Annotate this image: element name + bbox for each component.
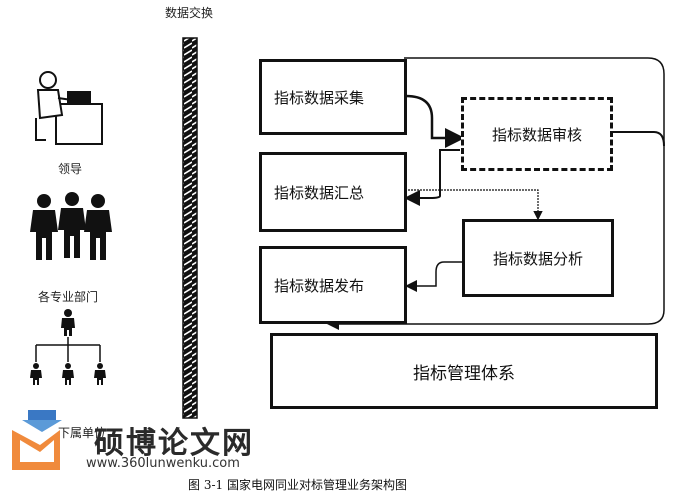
figure-caption: 图 3-1 国家电网同业对标管理业务架构图	[188, 478, 407, 492]
arrow-audit-to-summary	[404, 149, 460, 206]
leader-icon	[35, 71, 103, 145]
box-indicator-publish: 指标数据发布	[259, 246, 407, 324]
subunits-org-icon	[30, 309, 106, 385]
leader-label: 领导	[58, 162, 83, 176]
watermark-url: www.360lunwenku.com	[86, 456, 240, 471]
watermark-logo-icon	[12, 410, 62, 470]
arrow-summary-to-analysis	[408, 189, 543, 221]
cycle-outline	[327, 57, 665, 330]
arrow-collect-to-audit	[405, 94, 465, 148]
department-people-icon	[30, 192, 112, 260]
data-exchange-title: 数据交换	[165, 6, 214, 20]
box-indicator-summary: 指标数据汇总	[259, 152, 407, 232]
watermark-title: 硕博论文网	[94, 426, 254, 461]
box-indicator-analysis: 指标数据分析	[462, 219, 614, 297]
arrow-analysis-to-publish	[405, 261, 462, 292]
box-indicator-collection: 指标数据采集	[259, 59, 407, 135]
departments-label: 各专业部门	[38, 290, 99, 304]
box-indicator-management-system: 指标管理体系	[270, 333, 658, 409]
subunits-label: 下属单位	[58, 426, 107, 440]
box-indicator-audit: 指标数据审核	[461, 97, 613, 171]
audit-loop-connector	[612, 131, 665, 147]
data-exchange-bar	[182, 37, 198, 419]
